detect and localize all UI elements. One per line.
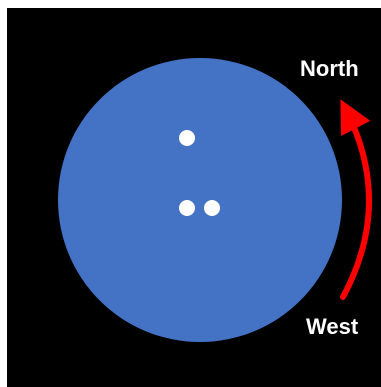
top-dot <box>179 130 195 146</box>
west-label: West <box>306 316 358 338</box>
middle-left-dot <box>179 200 195 216</box>
blue-disk <box>58 58 342 342</box>
north-label: North <box>300 58 359 80</box>
middle-right-dot <box>204 200 220 216</box>
